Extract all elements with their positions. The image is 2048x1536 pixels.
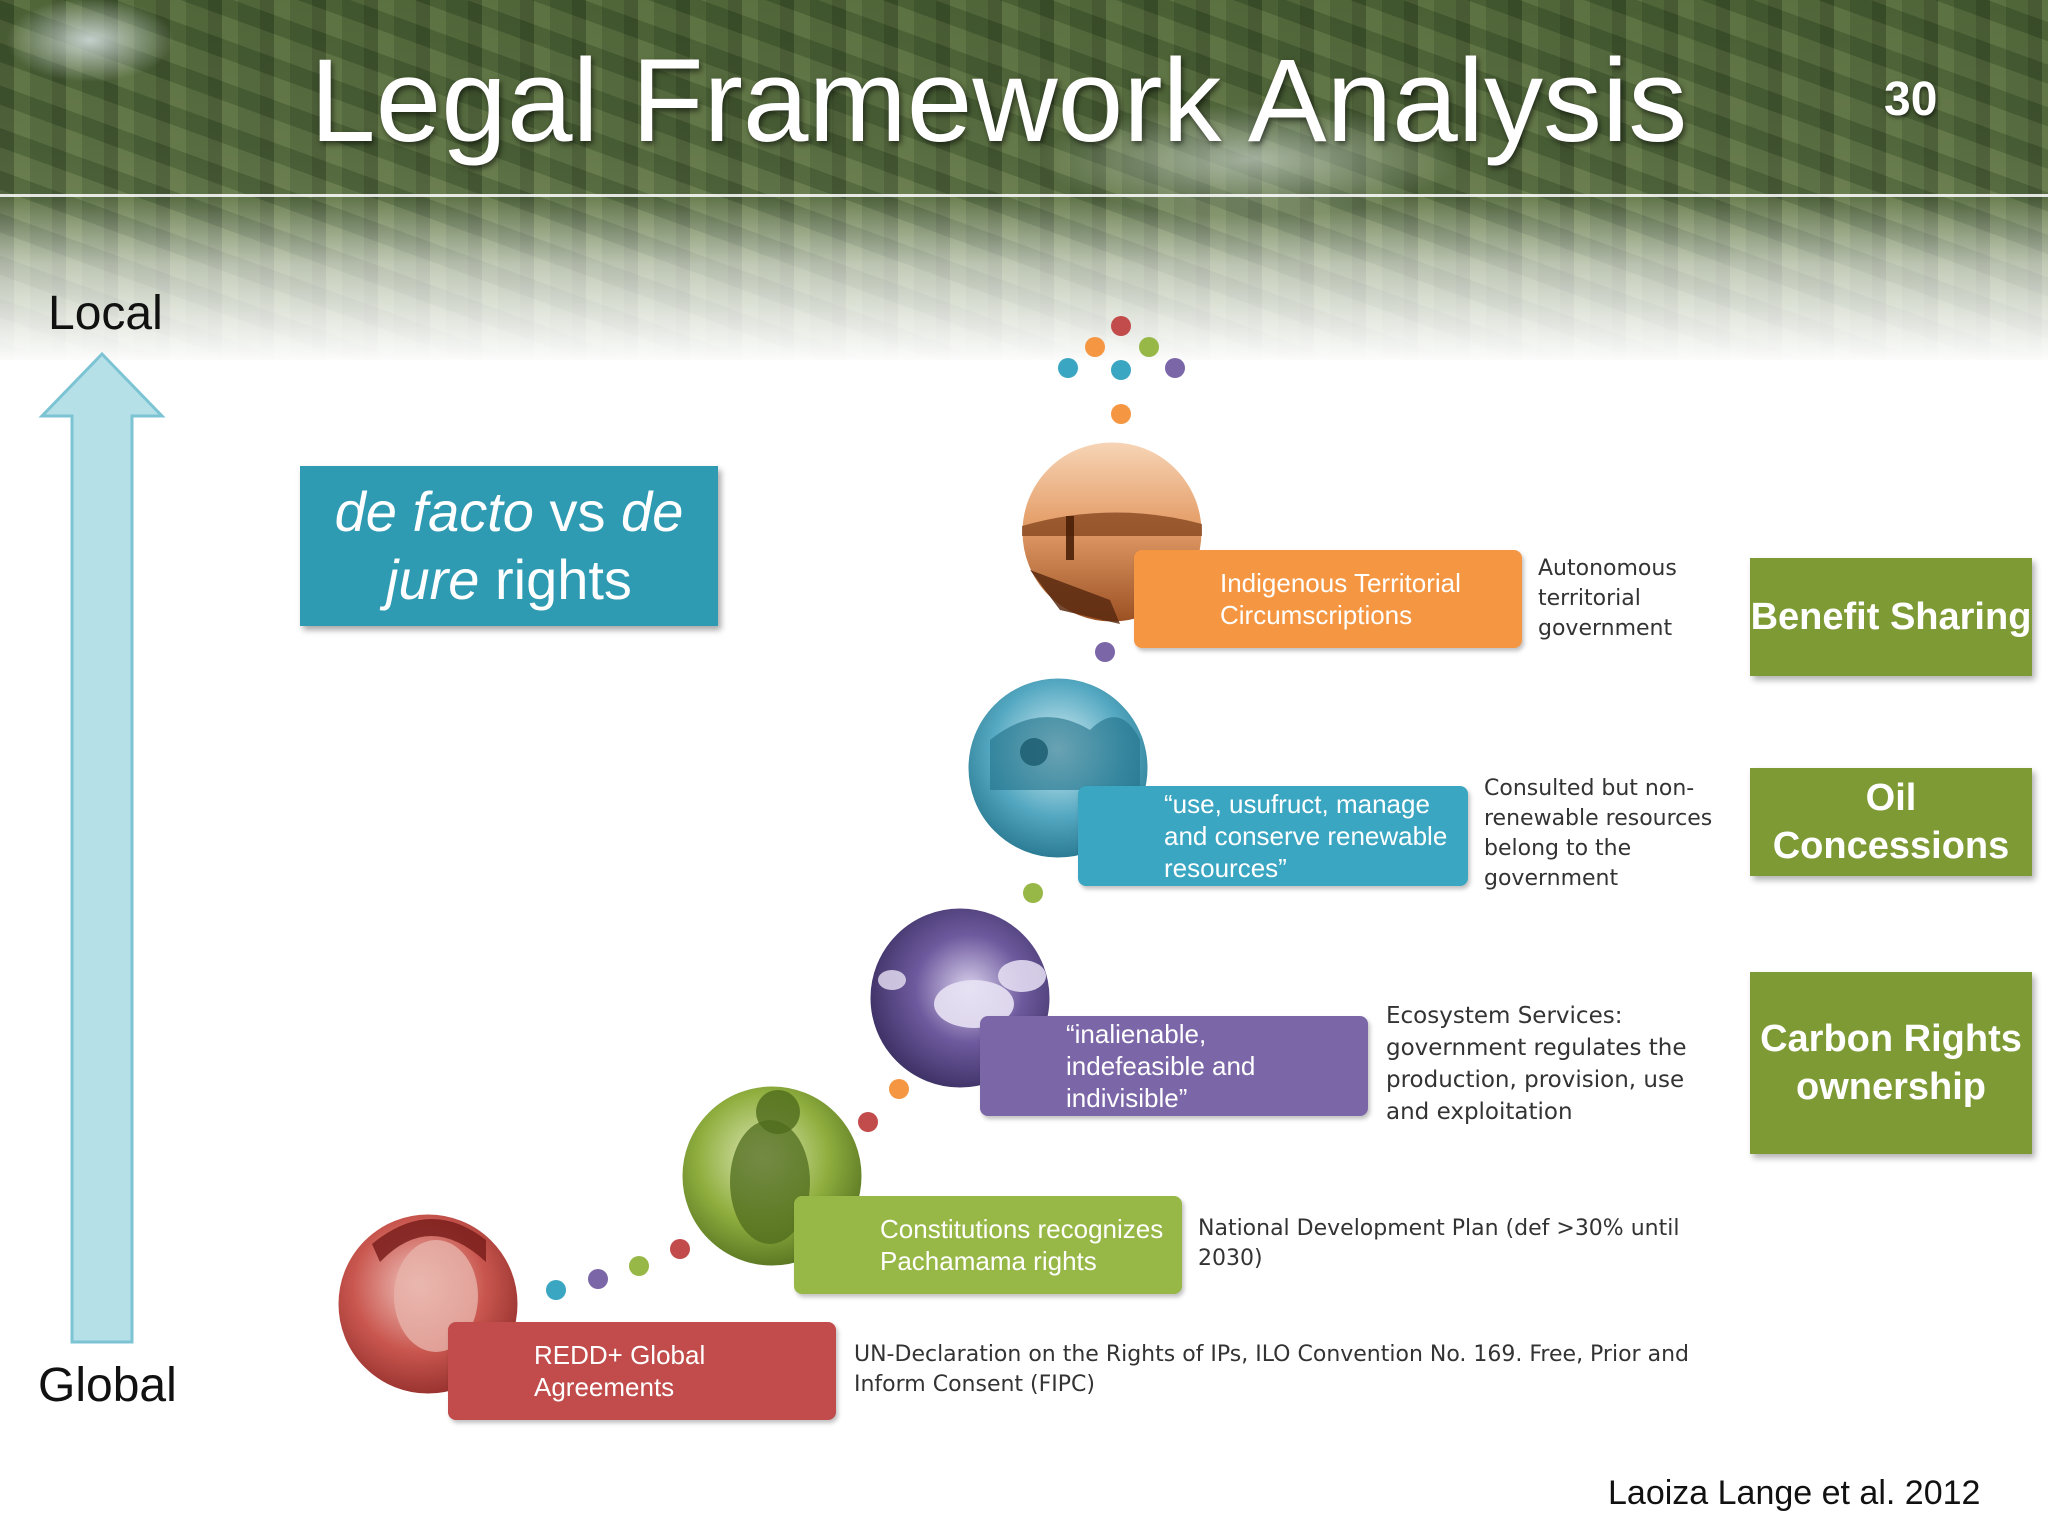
oil-concessions-label: Oil Concessions [1772, 777, 2010, 867]
connector-dot [629, 1256, 649, 1276]
step-description: UN-Declaration on the Rights of IPs, ILO… [854, 1342, 1689, 1397]
slide-title: Legal Framework Analysis [310, 35, 1688, 167]
callout-vs: vs [533, 480, 622, 543]
de-facto-de-jure-callout: de facto vs de jure rights [300, 466, 718, 626]
callout-rights: rights [479, 548, 632, 611]
callout-de-facto: de facto [334, 480, 534, 543]
callout-de-jure: de jure [386, 480, 684, 611]
connector-dot [1165, 358, 1185, 378]
banner-divider [0, 194, 2048, 197]
step-inalienable: “inalienable, indefeasible and indivisib… [980, 1016, 1368, 1116]
connector-dot [1058, 358, 1078, 378]
connector-dot [1111, 404, 1131, 424]
connector-dot [889, 1079, 909, 1099]
connector-dot [588, 1269, 608, 1289]
step-redd-global-agreements: REDD+ Global Agreements [448, 1322, 836, 1420]
connector-dot [1111, 360, 1131, 380]
step-label: “use, usufruct, manage and conserve rene… [1164, 789, 1448, 883]
step-indigenous-territorial: Indigenous Territorial Circumscriptions [1134, 550, 1522, 648]
connector-dot [1139, 337, 1159, 357]
step-label: Indigenous Territorial Circumscriptions [1220, 568, 1461, 630]
carbon-rights-box: Carbon Rights ownership [1750, 972, 2032, 1154]
axis-label-local: Local [48, 287, 163, 340]
carbon-rights-label: Carbon Rights ownership [1760, 1018, 2022, 1108]
step-description: Ecosystem Services: government regulates… [1386, 1003, 1687, 1125]
citation: Laoiza Lange et al. 2012 [1608, 1474, 1981, 1512]
page-number: 30 [1884, 73, 1938, 126]
step-label: REDD+ Global Agreements [534, 1340, 706, 1402]
connector-dot [1023, 883, 1043, 903]
connector-dot [546, 1280, 566, 1300]
local-global-arrow [38, 351, 166, 1344]
step-label: Constitutions recognizes Pachamama right… [880, 1214, 1164, 1276]
step-description: Autonomous territorial government [1538, 556, 1677, 641]
step-constitution-pachamama: Constitutions recognizes Pachamama right… [794, 1196, 1182, 1294]
benefit-sharing-box: Benefit Sharing [1750, 558, 2032, 676]
connector-dot [1095, 642, 1115, 662]
benefit-sharing-label: Benefit Sharing [1750, 596, 2032, 638]
axis-label-global: Global [38, 1359, 177, 1412]
connector-dot [1111, 316, 1131, 336]
step-description: Consulted but non- renewable resources b… [1484, 776, 1713, 891]
oil-concessions-box: Oil Concessions [1750, 768, 2032, 876]
step-use-usufruct: “use, usufruct, manage and conserve rene… [1078, 786, 1468, 886]
connector-dot [670, 1239, 690, 1259]
connector-dot [1085, 337, 1105, 357]
banner-fade [0, 196, 2048, 366]
connector-dot [858, 1112, 878, 1132]
step-description: National Development Plan (def >30% unti… [1198, 1216, 1680, 1271]
step-label: “inalienable, indefeasible and indivisib… [1066, 1019, 1256, 1113]
